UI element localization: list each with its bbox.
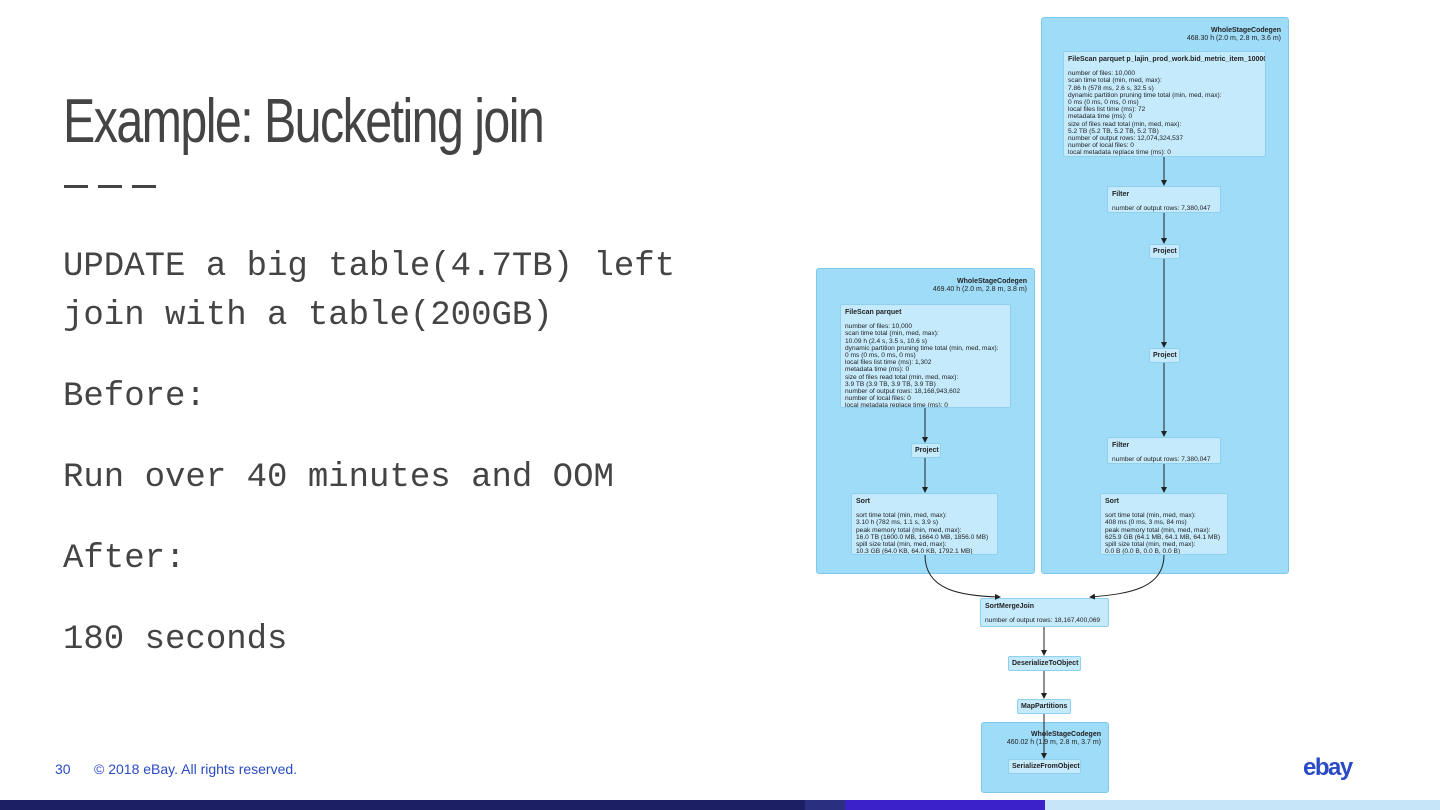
metric-line: size of files read total (min, med, max)…	[845, 373, 959, 381]
metric-line: local files list time (ms): 72	[1068, 106, 1146, 114]
project-right-node-1: Project	[1149, 244, 1180, 259]
metric-line: 0 ms (0 ms, 0 ms, 0 ms)	[845, 352, 916, 360]
metric-line: number of files: 10,000	[1068, 70, 1136, 78]
metric-line: 10.3 GB (64.0 KB, 64.0 KB, 1792.1 MB)	[856, 548, 973, 555]
edge-right-sort-join	[1089, 554, 1165, 600]
footer-bar-segment-navy	[805, 800, 845, 810]
sortmergejoin-node: SortMergeJoin number of output rows: 18,…	[980, 598, 1109, 627]
metric-line: sort time total (min, med, max):	[856, 512, 947, 520]
metric-line: 10.09 h (2.4 s, 3.5 s, 10.6 s)	[845, 337, 928, 345]
metric-line: 625.9 GB (64.1 MB, 64.1 MB, 64.1 MB)	[1105, 533, 1221, 541]
metric-line: sort time total (min, med, max):	[1105, 512, 1196, 520]
ebay-logo: ebay	[1303, 754, 1353, 781]
deserialize-node: DeserializeToObject	[1008, 656, 1081, 671]
mappartitions-node: MapPartitions	[1017, 699, 1071, 714]
filescan-right-node: FileScan parquet p_lajin_prod_work.bid_m…	[1063, 51, 1266, 157]
metric-line: 0 ms (0 ms, 0 ms, 0 ms)	[1068, 99, 1139, 107]
body-line-after-label: After:	[63, 540, 186, 578]
metric-line: peak memory total (min, med, max):	[1105, 526, 1211, 534]
footer-bar-segment-dark	[0, 800, 805, 810]
project-right-node-2: Project	[1149, 348, 1180, 363]
body-line-before-label: Before:	[63, 378, 206, 416]
title-divider	[64, 185, 156, 188]
metric-line: number of local files: 0	[845, 395, 911, 403]
page-number: 30	[55, 761, 71, 777]
project-left-node: Project	[911, 443, 941, 458]
metric-line: number of local files: 0	[1068, 142, 1134, 150]
metric-line: number of files: 10,000	[845, 323, 913, 331]
metric-line: local files list time (ms): 1,302	[845, 359, 932, 367]
metric-line: spill size total (min, med, max):	[1105, 541, 1196, 549]
footer-bar-segment-violet	[845, 800, 1045, 810]
metric-line: 408 ms (0 ms, 3 ms, 84 ms)	[1105, 519, 1187, 527]
metric-line: scan time total (min, med, max):	[845, 330, 939, 338]
edge-left-sort-join	[924, 554, 1001, 600]
metric-line: spill size total (min, med, max):	[856, 541, 947, 549]
metric-line: 5.2 TB (5.2 TB, 5.2 TB, 5.2 TB)	[1068, 127, 1159, 135]
metric-line: 16.0 TB (1600.0 MB, 1664.0 MB, 1856.0 MB…	[856, 533, 989, 541]
metric-line: metadata time (ms): 0	[1068, 113, 1133, 121]
metric-line: local metadata replace time (ms): 0	[845, 402, 948, 408]
metric-line: local metadata replace time (ms): 0	[1068, 149, 1171, 157]
metric-line: 3.9 TB (3.9 TB, 3.9 TB, 3.9 TB)	[845, 380, 936, 388]
metric-line: number of output rows: 12,074,324,537	[1068, 135, 1184, 143]
metric-line: 0.0 B (0.0 B, 0.0 B, 0.0 B)	[1105, 548, 1181, 555]
copyright-text: © 2018 eBay. All rights reserved.	[94, 761, 298, 777]
metric-line: scan time total (min, med, max):	[1068, 77, 1162, 85]
metric-line: number of output rows: 18,168,943,602	[845, 388, 961, 396]
sort-left-node: Sort sort time total (min, med, max):3.1…	[851, 493, 998, 555]
serialize-node: SerializeFromObject	[1008, 759, 1081, 774]
metric-line: dynamic partition pruning time total (mi…	[845, 344, 999, 352]
metric-line: peak memory total (min, med, max):	[856, 526, 962, 534]
footer-bar-segment-light	[1045, 800, 1440, 810]
metric-line: metadata time (ms): 0	[845, 366, 910, 374]
slide-title: Example: Bucketing join	[63, 87, 545, 156]
body-line-before-result: Run over 40 minutes and OOM	[63, 459, 614, 497]
filter-right-node-1: Filter number of output rows: 7,380,047	[1107, 186, 1221, 213]
filter-right-node-2: Filter number of output rows: 7,380,047	[1107, 437, 1221, 464]
sort-right-node: Sort sort time total (min, med, max):408…	[1100, 493, 1228, 555]
filescan-left-node: FileScan parquet number of files: 10,000…	[840, 304, 1011, 408]
metric-line: size of files read total (min, med, max)…	[1068, 120, 1182, 128]
metric-line: 3.10 h (782 ms, 1.1 s, 3.9 s)	[856, 519, 939, 527]
body-line-update: UPDATE a big table(4.7TB) left join with…	[63, 248, 676, 335]
body-line-after-result: 180 seconds	[63, 621, 288, 659]
metric-line: dynamic partition pruning time total (mi…	[1068, 91, 1222, 99]
metric-line: 7.86 h (578 ms, 2.6 s, 32.5 s)	[1068, 84, 1154, 92]
